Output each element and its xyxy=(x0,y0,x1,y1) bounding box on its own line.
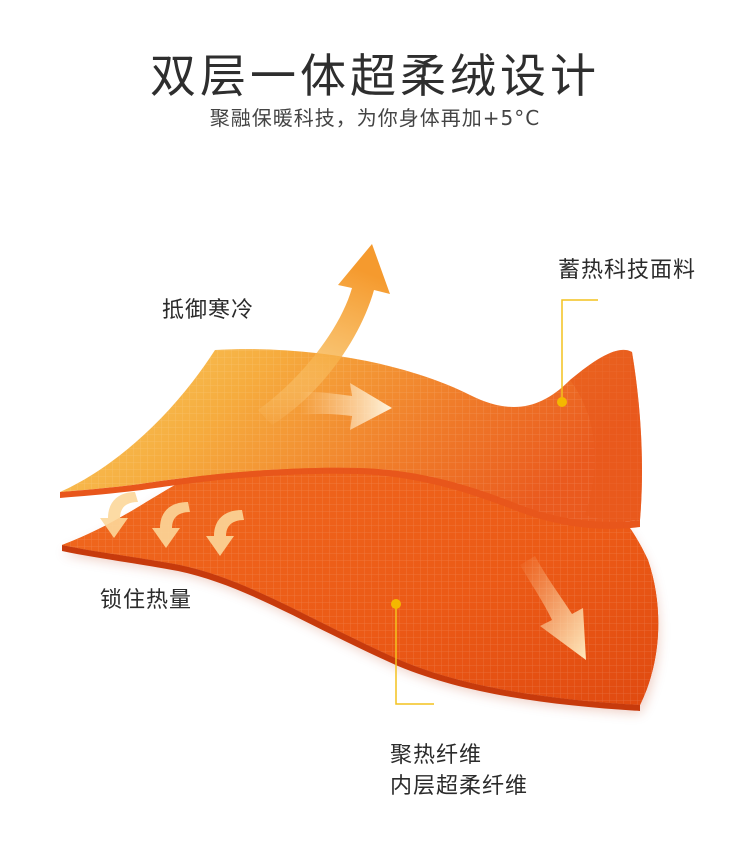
inner-fiber-layer xyxy=(62,461,659,713)
label-inner-line1: 聚热纤维 xyxy=(390,743,483,768)
page-title: 双层一体超柔绒设计 xyxy=(150,49,600,103)
label-resist-cold: 抵御寒冷 xyxy=(162,298,255,323)
page-subtitle: 聚融保暖科技，为你身体再加+5°C xyxy=(209,106,541,130)
outer-fabric-layer xyxy=(60,349,643,529)
down-right-arrow-icon xyxy=(520,556,586,660)
callout-inner xyxy=(391,599,434,705)
label-lock-heat: 锁住热量 xyxy=(100,588,193,613)
label-inner-line2: 内层超柔纤维 xyxy=(390,774,529,799)
curved-down-arrow-icon xyxy=(100,492,244,556)
upward-arrow-icon xyxy=(258,244,390,425)
callout-fabric xyxy=(557,299,598,407)
label-heat-fabric: 蓄热科技面料 xyxy=(558,258,697,283)
right-arrow-icon xyxy=(300,383,392,430)
